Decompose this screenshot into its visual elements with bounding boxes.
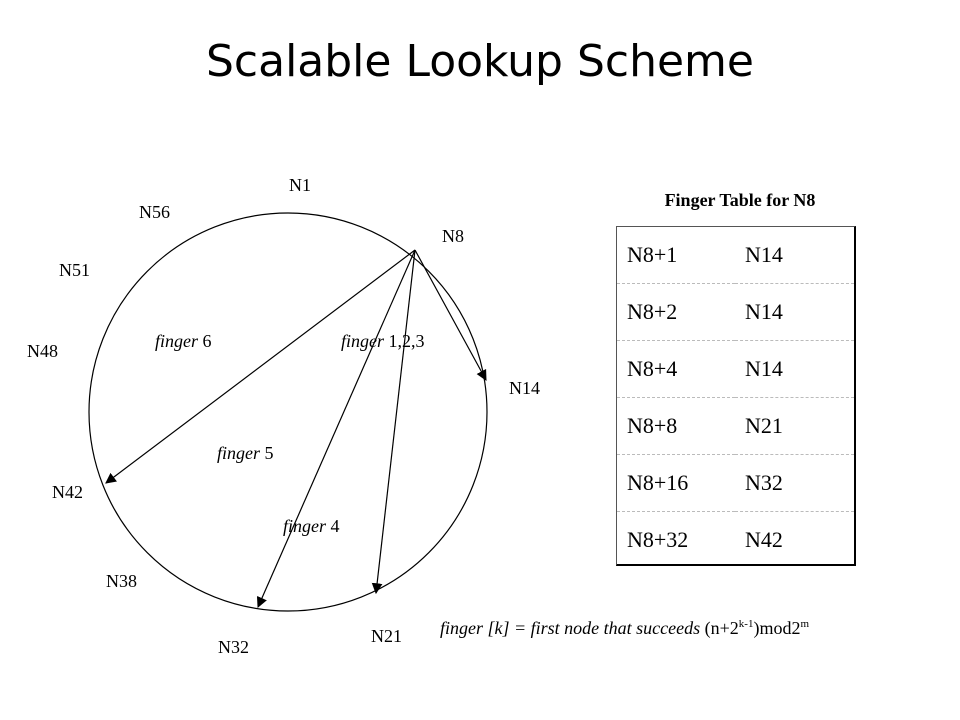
- node-n8: N8: [442, 226, 464, 246]
- finger-formula: finger [k] = first node that succeeds (n…: [440, 618, 810, 638]
- finger-label-1-2-3: finger 1,2,3: [341, 331, 425, 351]
- finger-label-4: finger 4: [283, 516, 340, 536]
- finger-start-cell: N8+2: [617, 283, 735, 341]
- finger-successor-cell: N42: [745, 527, 783, 552]
- finger-arrow-n21: [371, 249, 416, 595]
- finger-arrow-n14: [414, 249, 487, 381]
- node-n21: N21: [371, 626, 402, 646]
- finger-successor-cell: N14: [735, 283, 854, 341]
- finger-table-title: Finger Table for N8: [664, 190, 816, 210]
- table-row: N8+32 N42: [617, 512, 854, 569]
- finger-start-cell: N8+16: [617, 454, 735, 512]
- finger-arrow-n42: [105, 249, 416, 484]
- node-n42: N42: [52, 482, 83, 502]
- finger-label-6: finger 6: [155, 331, 212, 351]
- node-n56: N56: [139, 202, 170, 222]
- node-n38: N38: [106, 571, 137, 591]
- node-n51: N51: [59, 260, 90, 280]
- finger-start-cell: N8+1: [617, 227, 735, 284]
- finger-successor-cell: N14: [735, 227, 854, 284]
- finger-start-cell: N8+8: [617, 397, 735, 455]
- finger-start-cell: N8+4: [617, 340, 735, 398]
- finger-successor-cell: N32: [735, 454, 854, 512]
- finger-successor-cell: N14: [735, 340, 854, 398]
- node-n1: N1: [289, 175, 311, 195]
- ring-circle: [88, 212, 488, 612]
- page-title: Scalable Lookup Scheme: [205, 36, 754, 87]
- finger-successor-cell: N21: [735, 397, 854, 455]
- node-n32: N32: [218, 637, 249, 657]
- node-n14: N14: [509, 378, 540, 398]
- finger-label-5: finger 5: [217, 443, 274, 463]
- finger-start-cell: N8+32: [627, 527, 689, 552]
- finger-arrow-n32: [256, 249, 416, 608]
- node-n48: N48: [27, 341, 58, 361]
